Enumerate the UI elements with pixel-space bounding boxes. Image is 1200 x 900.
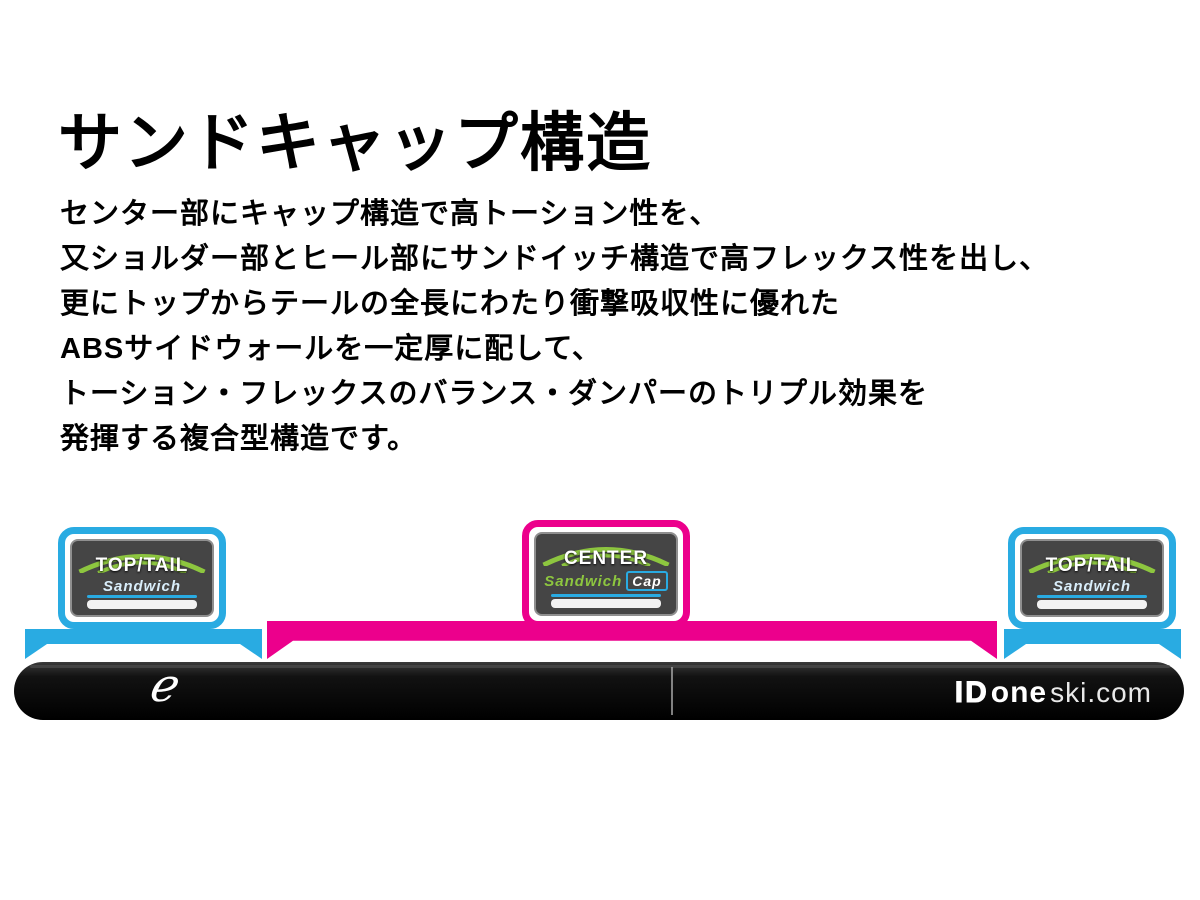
badge-label: TOP/TAIL <box>95 555 189 576</box>
badge-sublabel: Sandwich <box>1052 578 1131 595</box>
description-line: トーション・フレックスのバランス・ダンパーのトリプル効果を <box>60 378 928 410</box>
badge-sublabel: Sandwich <box>102 578 181 595</box>
ski-body <box>14 662 1184 720</box>
brand-one: one <box>990 676 1048 709</box>
description-line: ABSサイドウォールを一定厚に配して、 <box>60 333 602 365</box>
sandwich-layers-icon <box>551 594 661 608</box>
badge-sublabel-cap: Cap <box>626 571 668 591</box>
page-title: サンドキャップ構造 <box>58 107 652 179</box>
cap-arch-icon <box>78 554 206 573</box>
badge-top-tail-left: TOP/TAIL Sandwich <box>58 527 226 629</box>
description-line: 発揮する複合型構造です。 <box>60 423 418 455</box>
brand-id: ID <box>954 676 989 710</box>
badge-label: CENTER <box>563 548 649 569</box>
badge-label: TOP/TAIL <box>1045 555 1139 576</box>
badge-sublabel-sandwich: Sandwich <box>544 573 623 590</box>
ski: ℯ ID one ski.com <box>0 650 1200 740</box>
description-line: センター部にキャップ構造で高トーション性を、 <box>60 198 720 230</box>
ski-brand-text: ID one ski.com <box>954 676 1152 710</box>
cap-arch-icon <box>1028 554 1156 573</box>
badge-top-tail-left-inner: TOP/TAIL Sandwich <box>70 539 214 617</box>
badge-top-tail-right: TOP/TAIL Sandwich <box>1008 527 1176 629</box>
description: センター部にキャップ構造で高トーション性を、 又ショルダー部とヒール部にサンドイ… <box>60 192 1049 462</box>
ski-center-mark <box>671 667 673 715</box>
idone-swan-logo-icon: ℯ <box>148 658 176 712</box>
description-line: 又ショルダー部とヒール部にサンドイッチ構造で高フレックス性を出し、 <box>60 243 1050 275</box>
brand-ski: ski.com <box>1050 677 1152 708</box>
cap-arch-icon <box>542 547 670 566</box>
badge-top-tail-right-inner: TOP/TAIL Sandwich <box>1020 539 1164 617</box>
sandwich-layers-icon <box>1037 595 1147 609</box>
description-line: 更にトップからテールの全長にわたり衝撃吸収性に優れた <box>60 288 841 320</box>
sandwich-layers-icon <box>87 595 197 609</box>
